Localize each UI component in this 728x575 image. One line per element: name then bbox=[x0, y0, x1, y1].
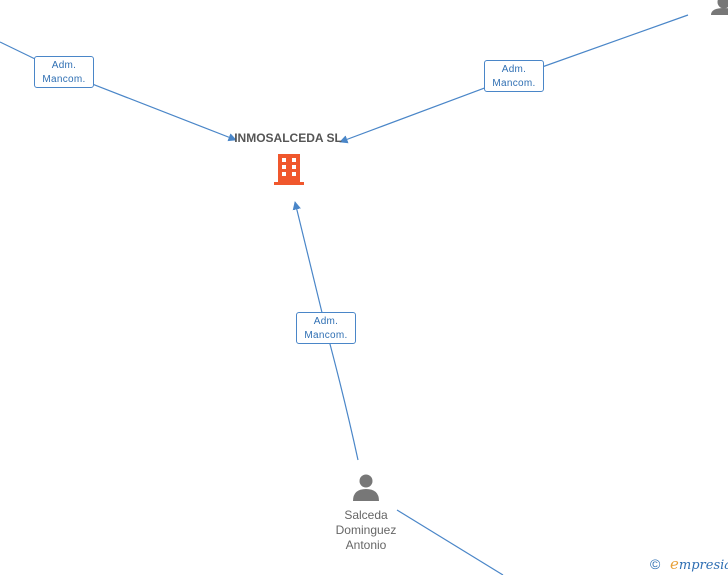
brand-logo[interactable]: empresia bbox=[670, 555, 728, 573]
person-name-line3: Antonio bbox=[345, 538, 387, 552]
edge-label-left[interactable]: Adm. Mancom. bbox=[34, 56, 94, 88]
edge-label-line2: Mancom. bbox=[42, 74, 86, 85]
person-icon[interactable] bbox=[353, 474, 379, 502]
copyright-icon: © bbox=[650, 556, 661, 572]
person-name-line2: Dominguez bbox=[335, 523, 397, 537]
edge-label-bottom[interactable]: Adm. Mancom. bbox=[296, 312, 356, 344]
partial-person-icon[interactable] bbox=[711, 0, 728, 15]
brand-first-letter: e bbox=[670, 555, 679, 573]
person-name-line1: Salceda bbox=[344, 508, 388, 522]
building-icon[interactable] bbox=[274, 154, 304, 185]
edge-label-line2: Mancom. bbox=[492, 78, 536, 89]
edge-person-out bbox=[396, 509, 504, 575]
edge-label-line2: Mancom. bbox=[304, 330, 348, 341]
company-name[interactable]: INMOSALCEDA SL bbox=[234, 131, 342, 145]
brand-rest: mpresia bbox=[678, 558, 728, 573]
person-name[interactable]: Salceda Dominguez Antonio bbox=[316, 508, 416, 553]
edge-label-right[interactable]: Adm. Mancom. bbox=[484, 60, 544, 92]
edge-label-line1: Adm. bbox=[501, 64, 527, 75]
edge-label-line1: Adm. bbox=[51, 60, 77, 71]
edge-label-line1: Adm. bbox=[313, 316, 339, 327]
